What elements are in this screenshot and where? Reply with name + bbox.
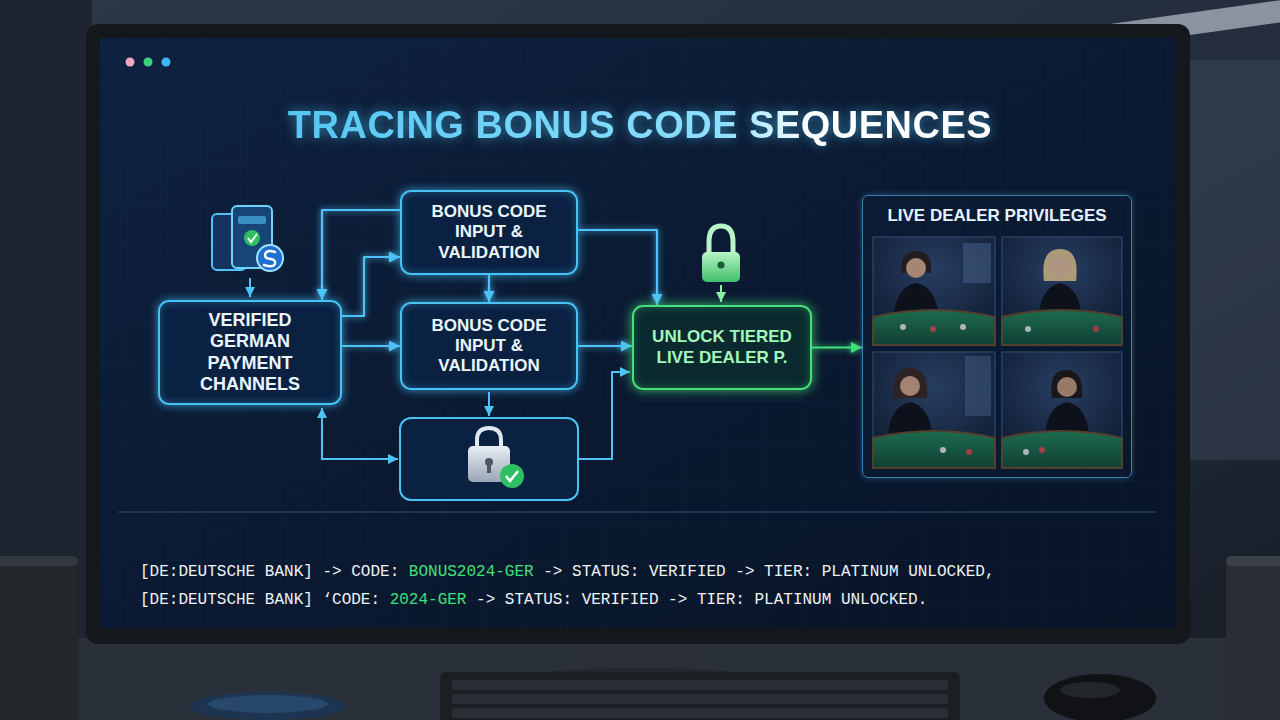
window-dots [126, 58, 171, 67]
coffee-cup [1226, 556, 1280, 566]
log-line: [DE:DEUTSCHE BANK] ‘CODE: 2024-GER -> STAT… [140, 591, 927, 609]
unlock-lock-icon [702, 226, 740, 302]
diagram-title: TRACING BONUS CODE SEQUENCES [288, 104, 992, 146]
keyboard [440, 672, 960, 720]
node-heading: BONUS CODE INPUT & VALIDATION [412, 202, 566, 262]
bonus-code: BONUS2024-GER [409, 563, 534, 581]
node-heading: BONUS CODE INPUT & VALIDATION [412, 316, 566, 376]
window-dots [162, 58, 171, 67]
coffee-cup [1226, 556, 1280, 720]
lock-box [477, 428, 501, 447]
phone-icon [212, 206, 283, 297]
flow-arrow [488, 275, 490, 302]
node-heading: LIVE DEALER PRIVILEGES [887, 206, 1106, 226]
node-heading: VERIFIED GERMAN PAYMENT CHANNELS [170, 310, 330, 395]
flow-arrow [578, 372, 630, 459]
process-box: BONUS CODE INPUT & VALIDATION [400, 302, 578, 390]
flow-arrow [578, 230, 657, 305]
keyboard [452, 708, 948, 718]
room-background [0, 0, 92, 640]
phone-icon [257, 245, 283, 271]
lock-box [506, 471, 518, 481]
monitor [100, 38, 1176, 628]
flow-arrow [578, 345, 632, 347]
window-dots [144, 58, 153, 67]
log-text: -> STATUS: VERIFIED -> TIER: PLATINUM UN… [543, 563, 994, 581]
mouse [1044, 674, 1156, 720]
privileges-panel: LIVE DEALER PRIVILEGES [862, 195, 1132, 478]
coffee-cup [0, 556, 78, 566]
lock-box [400, 418, 578, 500]
phone-icon [248, 234, 257, 242]
phone-icon [249, 278, 251, 297]
phone-icon [264, 251, 275, 266]
flow-arrow [488, 392, 490, 416]
divider-line [118, 512, 1156, 513]
coaster [190, 692, 346, 720]
unlock-lock-icon [720, 285, 722, 302]
coffee-cup [0, 556, 78, 720]
unlock-lock-icon [702, 252, 740, 282]
log-text: [DE:DEUTSCHE BANK] ‘CODE: [140, 591, 380, 609]
monitor [86, 24, 1190, 700]
coaster [190, 692, 346, 720]
keyboard [440, 672, 960, 720]
unlock-lock-icon [709, 226, 733, 254]
lock-box [487, 463, 491, 473]
coaster [208, 695, 328, 713]
mouse [1044, 674, 1156, 720]
flow-arrow [812, 346, 862, 348]
lock-box [400, 418, 578, 500]
flow-arrow [342, 345, 400, 347]
monitor [100, 38, 1176, 628]
unlock-lock-icon [718, 262, 725, 269]
keyboard [452, 680, 948, 690]
bonus-code: 2024-GER [390, 591, 467, 609]
phone-icon [244, 230, 260, 246]
title-wrap: TRACING BONUS CODE SEQUENCES [0, 104, 1280, 147]
flow-arrow [342, 257, 400, 316]
monitor [86, 24, 1190, 644]
lock-box [500, 464, 524, 488]
process-box: VERIFIED GERMAN PAYMENT CHANNELS [158, 300, 342, 405]
keyboard [452, 694, 948, 704]
process-box: BONUS CODE INPUT & VALIDATION [400, 190, 578, 275]
log-text: [DE:DEUTSCHE BANK] -> CODE: [140, 563, 399, 581]
flow-arrow [322, 408, 398, 459]
mouse [1060, 682, 1120, 698]
unlock-box: UNLOCK TIERED LIVE DEALER P. [632, 305, 812, 390]
divider-line [118, 511, 1156, 512]
room-background [1190, 60, 1280, 460]
log-line: [DE:DEUTSCHE BANK] -> CODE: BONUS2024-GER… [140, 563, 995, 581]
log-text: -> STATUS: VERIFIED -> TIER: PLATINUM UN… [476, 591, 927, 609]
flow-arrow [322, 210, 400, 300]
phone-icon [238, 216, 266, 224]
coffee-cup [1226, 556, 1280, 720]
coffee-cup [0, 556, 78, 720]
node-heading: UNLOCK TIERED LIVE DEALER P. [644, 327, 800, 367]
window-dots [126, 58, 135, 67]
